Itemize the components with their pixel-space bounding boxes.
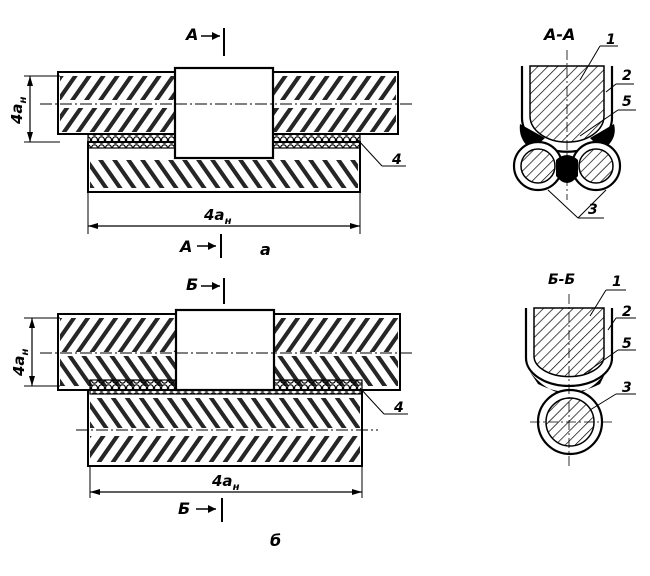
section-title-aa: A-A	[542, 25, 575, 44]
section-letter: A	[178, 237, 192, 256]
callout-3-bb: 3	[622, 380, 632, 396]
height-dimension-a: 4aн	[8, 75, 60, 143]
dimension-text: 4a	[211, 472, 233, 490]
callout-5-aa: 5	[622, 94, 632, 110]
dimension-text: 4a	[8, 103, 26, 125]
dimension-subscript: н	[225, 216, 232, 227]
section-aa: A-A 1 2 5 3	[512, 25, 636, 219]
dimension-subscript: н	[20, 348, 31, 355]
callout-5-bb: 5	[622, 336, 632, 352]
section-letter: Б	[186, 275, 198, 294]
splice-plate-b	[174, 308, 276, 392]
section-mark-top-b: Б	[186, 275, 225, 304]
svg-text:4aн: 4aн	[10, 348, 31, 377]
figure-caption-a: a	[260, 240, 271, 259]
svg-text:4aн: 4aн	[8, 96, 29, 125]
svg-text:4aн: 4aн	[211, 472, 240, 493]
dimension-text: 4a	[203, 206, 225, 224]
figure-a: A A 4aн	[8, 25, 412, 259]
bar-left-aa	[512, 140, 564, 192]
weld-callout-a: 4	[357, 139, 406, 168]
splice-plate-a	[173, 66, 275, 160]
figure-caption-b: б	[270, 531, 281, 550]
callout-2-aa: 2	[622, 68, 632, 84]
callout-1-aa: 1	[606, 32, 616, 48]
dimension-subscript: н	[18, 96, 29, 103]
section-bb: Б-Б 1 2 5 3	[524, 272, 636, 466]
lower-bar-b	[76, 389, 378, 467]
section-title-bb: Б-Б	[548, 272, 575, 288]
section-mark-bottom-a: A	[178, 234, 222, 258]
section-letter: A	[184, 25, 198, 44]
callout-1-bb: 1	[612, 274, 622, 290]
bar-right-aa	[570, 140, 622, 192]
figure-b: Б Б 4aн 4aн	[10, 275, 412, 550]
length-dimension-b: 4aн	[89, 466, 363, 498]
weld-callout-b: 4	[359, 387, 408, 416]
callout-number: 4	[393, 400, 404, 416]
callout-number: 4	[391, 152, 402, 168]
svg-text:4aн: 4aн	[203, 206, 232, 227]
callout-2-bb: 2	[622, 304, 632, 320]
dimension-subscript: н	[233, 482, 240, 493]
section-letter: Б	[178, 499, 190, 518]
section-mark-bottom-b: Б	[178, 498, 223, 522]
callout-3-aa: 3	[588, 202, 598, 218]
dimension-text: 4a	[10, 355, 28, 377]
length-dimension-a: 4aн	[87, 192, 361, 234]
section-mark-top-a: A	[184, 25, 225, 56]
height-dimension-b: 4aн	[10, 317, 60, 387]
